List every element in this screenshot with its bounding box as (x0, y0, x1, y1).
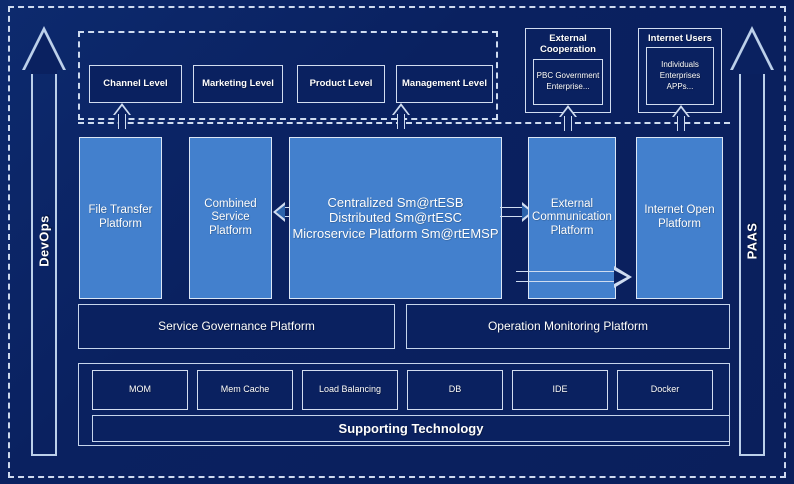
business-level-management[interactable]: Management Level (396, 65, 493, 103)
tech-item-ide[interactable]: IDE (512, 370, 608, 410)
platform-combined-service-label: Combined Service Platform (204, 197, 257, 237)
tech-item-docker[interactable]: Docker (617, 370, 713, 410)
tech-item-load-balancing[interactable]: Load Balancing (302, 370, 398, 410)
paas-rail-arrow: PAAS (730, 26, 774, 456)
platform-operation-monitoring-label: Operation Monitoring Platform (487, 319, 649, 334)
platform-internet-open-label: Internet Open Platform (644, 204, 715, 230)
up-arrow-icon-file-transfer (113, 103, 131, 129)
tech-item-load-balancing-label: Load Balancing (318, 384, 382, 395)
platform-internet-open[interactable]: Internet Open Platform (636, 137, 723, 299)
platform-service-governance[interactable]: Service Governance Platform (78, 304, 395, 349)
tech-item-db[interactable]: DB (407, 370, 503, 410)
platform-esb-esc-emsp[interactable]: Centralized Sm@rtESB Distributed Sm@rtES… (289, 137, 502, 299)
business-level-marketing-label: Marketing Level (202, 78, 274, 90)
platform-file-transfer-label: File Transfer Platform (88, 204, 153, 230)
supporting-technology-banner[interactable]: Supporting Technology (92, 415, 730, 442)
tech-item-mom[interactable]: MOM (92, 370, 188, 410)
devops-rail-arrow: DevOps (22, 26, 66, 456)
business-level-management-label: Management Level (402, 78, 487, 90)
external-cooperation-detail: PBC Government Enterprise... (533, 58, 603, 105)
platform-operation-monitoring[interactable]: Operation Monitoring Platform (406, 304, 730, 349)
business-level-marketing[interactable]: Marketing Level (193, 65, 283, 103)
internet-users-group[interactable]: Internet Users Individuals Enterprises A… (638, 28, 722, 113)
internet-users-detail: Individuals Enterprises APPs... (646, 47, 714, 105)
supporting-technology-banner-label: Supporting Technology (338, 421, 484, 436)
business-level-product-label: Product Level (309, 78, 373, 90)
tech-item-mem-cache[interactable]: Mem Cache (197, 370, 293, 410)
platform-file-transfer[interactable]: File Transfer Platform (79, 137, 162, 299)
tech-item-db-label: DB (448, 384, 462, 395)
business-level-zone (78, 31, 498, 120)
platform-combined-service[interactable]: Combined Service Platform (189, 137, 272, 299)
business-level-channel-label: Channel Level (103, 78, 168, 90)
business-level-product[interactable]: Product Level (297, 65, 385, 103)
business-level-channel[interactable]: Channel Level (89, 65, 182, 103)
tech-item-ide-label: IDE (552, 384, 568, 395)
up-arrow-icon-esb (392, 103, 410, 129)
external-cooperation-title: External Cooperation (540, 33, 596, 56)
tech-item-docker-label: Docker (650, 384, 680, 395)
external-cooperation-group[interactable]: External Cooperation PBC Government Ente… (525, 28, 611, 113)
tech-item-mem-cache-label: Mem Cache (220, 384, 270, 395)
platform-service-governance-label: Service Governance Platform (158, 319, 315, 334)
tech-item-mom-label: MOM (129, 384, 151, 395)
arrow-esb-to-internet-open (516, 266, 638, 288)
up-arrow-icon-internet-open (672, 105, 690, 131)
platform-esb-esc-emsp-label: Centralized Sm@rtESB Distributed Sm@rtES… (292, 195, 499, 241)
platform-external-communication[interactable]: External Communication Platform (528, 137, 616, 299)
devops-rail-label: DevOps (36, 215, 52, 267)
internet-users-title: Internet Users (648, 33, 712, 44)
up-arrow-icon-external-comm (559, 105, 577, 131)
paas-rail-label: PAAS (744, 222, 760, 260)
platform-external-communication-label: External Communication Platform (532, 197, 612, 237)
